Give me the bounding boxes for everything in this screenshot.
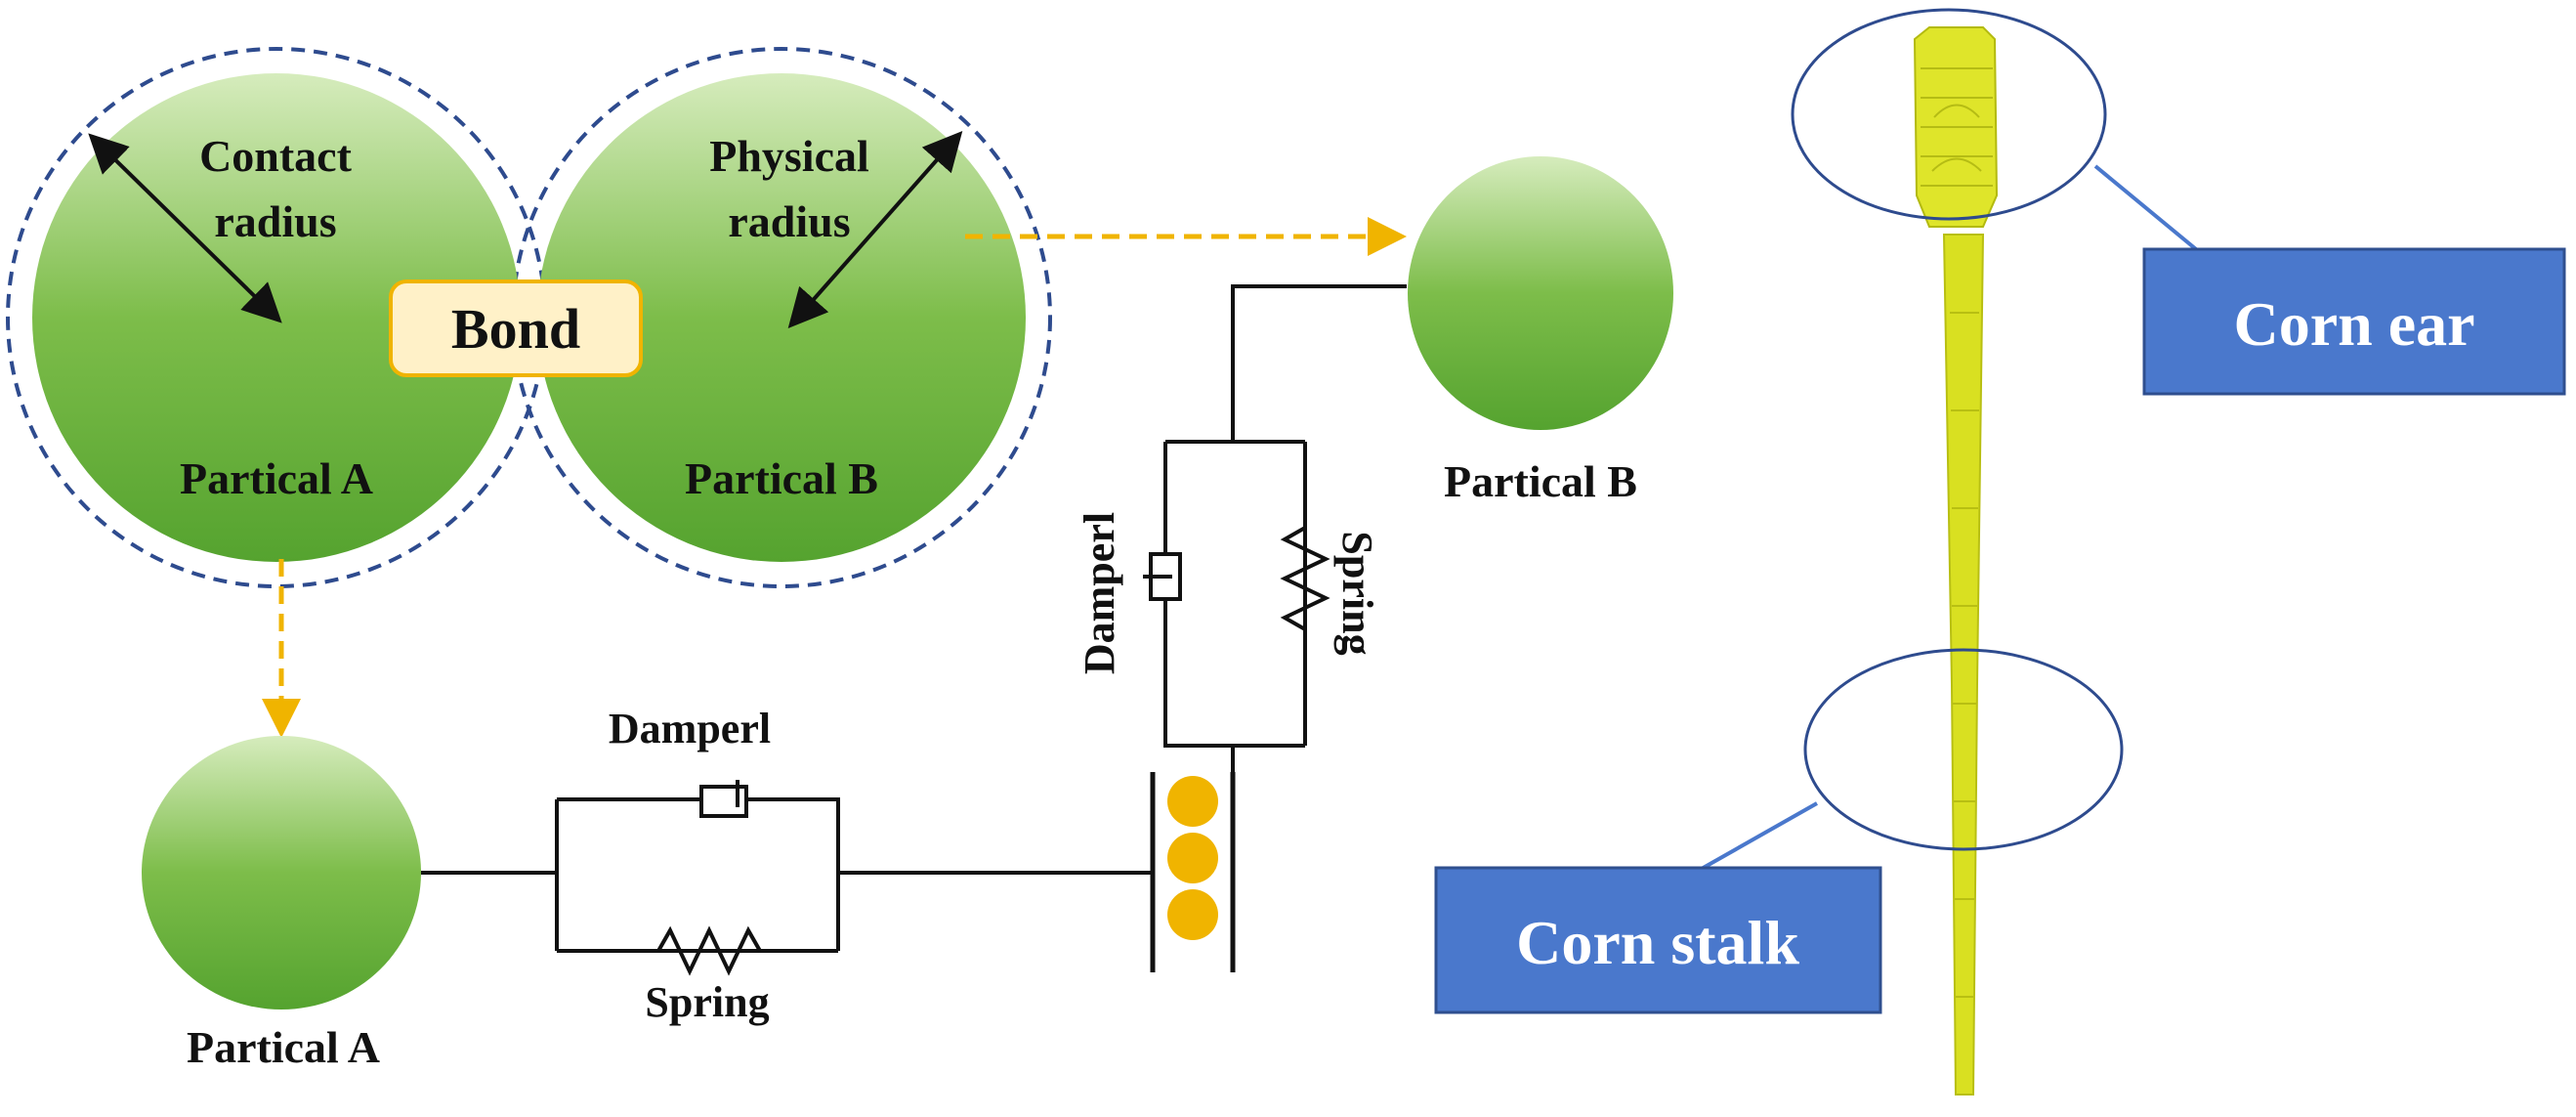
particle-b-label-top: Partical B	[685, 453, 878, 503]
corn-ear-leader-line	[2093, 164, 2198, 251]
corn-stalk-label-box	[1434, 866, 1882, 1014]
physical-radius-arrow	[787, 131, 963, 328]
corn-ear-texture	[1921, 67, 1993, 187]
corn-ear-label: Corn ear	[2233, 289, 2474, 359]
particle-a-bottom-sphere	[142, 736, 421, 1010]
particle-a-label-bottom: Partical A	[187, 1022, 380, 1072]
damper-horizontal-label: Damperl	[609, 705, 771, 752]
vertical-parallel-frame	[1163, 440, 1307, 772]
corn-stalk-highlight-ellipse	[1803, 648, 2124, 851]
roller-icon	[1167, 833, 1218, 883]
corn-ear-label-box	[2142, 247, 2566, 396]
bond-label: Bond	[451, 297, 580, 361]
damper-icon	[1143, 552, 1182, 601]
corn-stalk-leader-line	[1699, 801, 1818, 872]
damper-icon	[699, 780, 748, 818]
corn-ear-highlight-ellipse	[1791, 8, 2107, 221]
corn-stalk-body	[1942, 234, 1985, 1096]
corn-plant-model: Corn ear Corn stalk	[1434, 8, 2566, 1096]
particle-a-label-top: Partical A	[180, 453, 373, 503]
spring-vertical-label: Spring	[1333, 531, 1381, 655]
physical-radius-label-2: radius	[728, 196, 850, 246]
contact-radius-label-2: radius	[214, 196, 336, 246]
spring-horizontal-label: Spring	[645, 978, 769, 1026]
normal-contact-model: Partical B Damperl Spring	[1076, 156, 1673, 772]
spring-icon	[1280, 518, 1330, 645]
contact-radius-label-1: Contact	[199, 131, 353, 181]
contact-radius-arrow	[88, 133, 282, 323]
vertical-connector	[1231, 284, 1407, 442]
tangential-contact-model: Partical A Damperl Spring	[142, 705, 1236, 1072]
physical-radius-label-1: Physical	[709, 131, 869, 181]
horizontal-parallel-frame	[421, 797, 1151, 953]
bond-box	[389, 279, 643, 377]
corn-stalk-texture	[1950, 312, 1979, 998]
particle-b-right-sphere	[1408, 156, 1673, 430]
roller-icon	[1167, 776, 1218, 827]
spring-icon	[645, 925, 774, 976]
corn-stalk-label: Corn stalk	[1516, 908, 1799, 977]
bonded-pair: Contact radius Physical radius Partical …	[6, 47, 1052, 588]
roller-icon	[1167, 889, 1218, 940]
particle-b-label-right: Partical B	[1444, 456, 1637, 506]
damper-vertical-label: Damperl	[1076, 512, 1123, 674]
